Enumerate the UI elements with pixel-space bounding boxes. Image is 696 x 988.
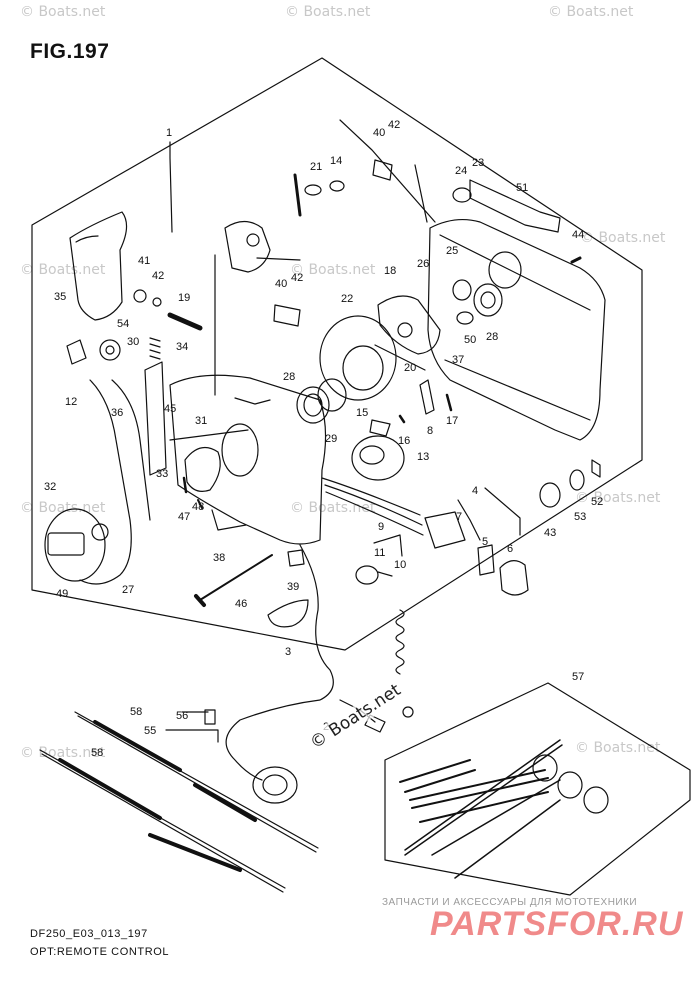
lanyard-coil xyxy=(395,609,405,675)
callout-8: 8 xyxy=(427,425,433,437)
shop-brand: PARTSFOR.RU xyxy=(430,905,684,943)
callout-43: 43 xyxy=(544,527,556,539)
callout-41: 41 xyxy=(138,255,150,267)
cam-plate xyxy=(224,220,271,273)
callout-42-c: 42 xyxy=(291,272,303,284)
callout-28: 28 xyxy=(283,371,295,383)
callout-40-b: 40 xyxy=(275,278,287,290)
callout-27: 27 xyxy=(122,584,134,596)
control-housing xyxy=(169,374,327,545)
callout-25: 25 xyxy=(446,245,458,257)
callout-16: 16 xyxy=(398,435,410,447)
callout-57: 57 xyxy=(572,671,584,683)
callout-58-b: 58 xyxy=(91,747,103,759)
callout-40: 40 xyxy=(373,127,385,139)
callout-31: 31 xyxy=(195,415,207,427)
callout-42: 42 xyxy=(388,119,400,131)
shop-tagline: ЗАПЧАСТИ И АКСЕССУАРЫ ДЛЯ МОТОТЕХНИКИ xyxy=(382,897,638,908)
handle-grip xyxy=(69,211,128,321)
watermark: © Boats.net xyxy=(290,262,376,278)
callout-58: 58 xyxy=(130,706,142,718)
callout-17: 17 xyxy=(446,415,458,427)
figure-name: OPT:REMOTE CONTROL xyxy=(30,946,170,958)
callout-49: 49 xyxy=(56,588,68,600)
callout-4: 4 xyxy=(472,485,478,497)
callout-55: 55 xyxy=(144,725,156,737)
watermark: © Boats.net xyxy=(575,490,661,506)
lever-hub xyxy=(44,508,106,582)
bracket xyxy=(144,361,167,476)
callout-1: 1 xyxy=(166,127,172,139)
watermark: © Boats.net xyxy=(20,745,106,761)
callout-37: 37 xyxy=(452,354,464,366)
callout-11: 11 xyxy=(374,547,385,559)
watermark: © Boats.net xyxy=(285,4,371,20)
callout-56: 56 xyxy=(176,710,188,722)
callout-23: 23 xyxy=(472,157,484,169)
callout-38: 38 xyxy=(213,552,225,564)
callout-28-b: 28 xyxy=(486,331,498,343)
assembly-outline xyxy=(31,57,643,651)
callout-7: 7 xyxy=(456,511,462,523)
callout-22: 22 xyxy=(341,293,353,305)
callout-42-b: 42 xyxy=(152,270,164,282)
gear-disk xyxy=(319,315,397,401)
kit-outline xyxy=(384,682,691,896)
callout-19: 19 xyxy=(178,292,190,304)
callout-48: 48 xyxy=(192,501,204,513)
callout-32: 32 xyxy=(44,481,56,493)
callout-10: 10 xyxy=(394,559,406,571)
callout-35: 35 xyxy=(54,291,66,303)
housing-cover xyxy=(427,218,606,441)
key-switch xyxy=(424,511,466,549)
callout-53: 53 xyxy=(574,511,586,523)
callout-51: 51 xyxy=(516,182,528,194)
watermark: © Boats.net xyxy=(20,500,106,516)
watermark: © Boats.net xyxy=(548,4,634,20)
buzzer xyxy=(351,435,405,481)
callout-46: 46 xyxy=(235,598,247,610)
callout-18: 18 xyxy=(384,265,396,277)
callout-13: 13 xyxy=(417,451,429,463)
callout-44: 44 xyxy=(572,229,584,241)
callout-24: 24 xyxy=(455,165,467,177)
callout-47: 47 xyxy=(178,511,190,523)
callout-5: 5 xyxy=(482,536,488,548)
callout-3: 3 xyxy=(285,646,291,658)
callout-50: 50 xyxy=(464,334,476,346)
callout-6: 6 xyxy=(507,543,513,555)
callout-26: 26 xyxy=(417,258,429,270)
callout-29: 29 xyxy=(325,433,337,445)
callout-45: 45 xyxy=(164,403,176,415)
callout-9: 9 xyxy=(378,521,384,533)
watermark: © Boats.net xyxy=(575,740,661,756)
watermark: © Boats.net xyxy=(20,4,106,20)
watermark: © Boats.net xyxy=(580,230,666,246)
callout-14: 14 xyxy=(330,155,342,167)
callout-12: 12 xyxy=(65,396,77,408)
callout-21: 21 xyxy=(310,161,322,173)
callout-15: 15 xyxy=(356,407,368,419)
callout-52: 52 xyxy=(591,496,603,508)
watermark: © Boats.net xyxy=(20,262,106,278)
callout-54: 54 xyxy=(117,318,129,330)
callout-33: 33 xyxy=(156,468,168,480)
figure-title: FIG.197 xyxy=(30,40,110,63)
callout-36: 36 xyxy=(111,407,123,419)
callout-20: 20 xyxy=(404,362,416,374)
callout-30: 30 xyxy=(127,336,139,348)
wire-harness xyxy=(225,544,334,781)
lever-arm xyxy=(79,379,132,585)
figure-code: DF250_E03_013_197 xyxy=(30,928,148,940)
callout-34: 34 xyxy=(176,341,188,353)
callout-39: 39 xyxy=(287,581,299,593)
